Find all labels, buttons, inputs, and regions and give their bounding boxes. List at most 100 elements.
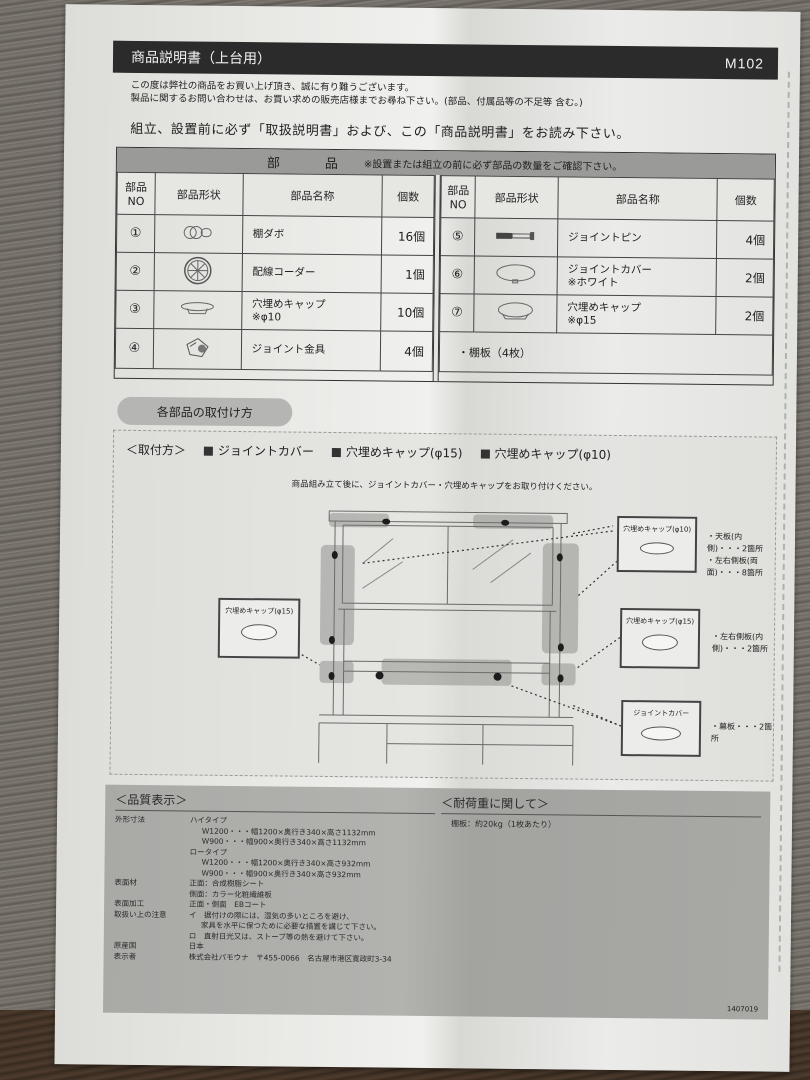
callout-label: 穴埋めキャップ(φ15) (626, 617, 695, 626)
part-row: ⑦ 穴埋めキャップ※φ15 2個 (439, 293, 774, 336)
quality-title: ＜品質表示＞ (115, 790, 436, 815)
spec-key: 原産国 (113, 940, 137, 950)
load-title: ＜耐荷重に関して＞ (441, 794, 762, 818)
part-name: 穴埋めキャップ※φ15 (556, 294, 717, 335)
col-name: 部品名称 (242, 173, 383, 218)
part-qty: 1個 (381, 255, 434, 294)
callout-label: 穴埋めキャップ(φ15) (225, 606, 294, 616)
parts-table-right: 部品NO 部品形状 部品名称 個数 ⑤ ジョイントピン 4個 ⑥ ジョイントカバ… (439, 175, 775, 376)
part-qty: 2個 (716, 258, 774, 298)
callout-label: 穴埋めキャップ(φ10) (623, 525, 692, 534)
joint-cover-icon (640, 726, 682, 741)
spec-key: 外形寸法 (114, 814, 146, 825)
callout-hole-cap-10: 穴埋めキャップ(φ10) (616, 515, 698, 573)
joint-cover-icon (474, 255, 558, 295)
callout-label: ジョイントカバー (633, 709, 690, 718)
col-qty: 個数 (717, 178, 775, 222)
quality-spec-section: ＜品質表示＞ 外形寸法 ハイタイプ W1200・・・幅1200×奥行き340×高… (103, 784, 771, 1020)
part-name: ジョイントピン (557, 218, 718, 259)
spec-values: イ 据付けの際には、湿気の多いところを避け、 家具を水平に保つために必要な措置を… (189, 910, 434, 944)
col-name: 部品名称 (557, 176, 718, 221)
cabinet-diagram (301, 510, 624, 766)
part-no: ② (116, 252, 155, 291)
read-manual-notice: 組立、設置前に必ず「取扱説明書」および、この「商品説明書」をお読み下さい。 (130, 121, 630, 143)
part-name-main: 穴埋めキャップ (567, 300, 642, 314)
part-name-sub: ※ホワイト (567, 275, 619, 289)
parts-check-note: ※設置または組立の前に必ず部品の数量をご確認下さい。 (363, 158, 623, 173)
part-qty: 4個 (716, 220, 774, 260)
intro-text: この度は弊社の商品をお買い上げ頂き、誠に有り難うございます。 製品に関するお問い… (131, 79, 771, 112)
document-title: 商品説明書（上台用） (130, 49, 272, 68)
part-row: ⑤ ジョイントピン 4個 (440, 217, 774, 260)
callout-note-line: ・左右側板(内側)・・・2箇所 (711, 631, 769, 654)
part-no: ⑦ (439, 293, 475, 332)
callout-note: ・幕板・・・2箇所 (711, 721, 773, 746)
col-qty: 個数 (381, 175, 435, 218)
callout-note-line: ・左右側板(両面)・・・8箇所 (706, 555, 763, 578)
spec-values: ハイタイプ W1200・・・幅1200×奥行き340×高さ1132mm W900… (189, 816, 435, 882)
part-no: ⑥ (440, 255, 475, 294)
spec-key: 表示者 (113, 951, 137, 961)
part-name: 棚ダボ (242, 215, 382, 256)
spec-value: 株式会社パモウナ 〒455-0066 名古屋市港区寛政町3-34 (188, 952, 392, 964)
spec-values: 株式会社パモウナ 〒455-0066 名古屋市港区寛政町3-34 (189, 952, 434, 965)
hole-cap-10-icon (153, 290, 242, 330)
callout-hole-cap-15-right: 穴埋めキャップ(φ15) (619, 608, 701, 669)
callout-note: ・左右側板(内側)・・・2箇所 (712, 631, 774, 656)
callout-note: ・天板(内側)・・・2箇所 ・左右側板(両面)・・・8箇所 (707, 531, 775, 580)
part-name-main: 穴埋めキャップ (252, 297, 326, 311)
part-qty: 16個 (381, 217, 434, 256)
parts-title: 部 品 (266, 155, 355, 172)
part-no: ④ (115, 328, 154, 369)
part-name: 穴埋めキャップ※φ10 (241, 291, 382, 331)
col-no: 部品NO (440, 175, 476, 218)
part-no: ③ (115, 290, 154, 329)
shelf-dowel-icon (154, 214, 243, 254)
instruction-sheet: 商品説明書（上台用） M102 この度は弊社の商品をお買い上げ頂き、誠に有り難う… (54, 4, 801, 1072)
shelf-board-note: ・棚板（4枚） (439, 331, 773, 376)
joint-pin-icon (474, 217, 558, 257)
part-no: ① (116, 214, 155, 253)
document-number: 1407019 (726, 1005, 759, 1014)
model-number: M102 (724, 55, 765, 72)
spec-key: 表面加工 (114, 898, 145, 909)
hole-cap-15-icon (641, 634, 679, 651)
part-name: ジョイントカバー※ホワイト (557, 256, 717, 297)
part-name-main: ジョイントカバー (567, 262, 652, 276)
part-qty: 10個 (380, 293, 434, 332)
install-diagram-box: ＜取付方＞ ジョイントカバー 穴埋めキャップ(φ15) 穴埋めキャップ(φ10)… (109, 429, 778, 782)
load-capacity-column: ＜耐荷重に関して＞ 棚板：約20kg（1枚あたり） (441, 794, 762, 832)
col-shape: 部品形状 (475, 175, 559, 219)
header-bar: 商品説明書（上台用） M102 (112, 40, 779, 80)
hole-cap-10-icon (639, 542, 674, 555)
callout-note-line: ・天板(内側)・・・2箇所 (706, 531, 764, 554)
part-no: ⑤ (440, 217, 476, 256)
callout-hole-cap-15-left: 穴埋めキャップ(φ15) (217, 597, 301, 659)
parts-table: 部 品 ※設置または組立の前に必ず部品の数量をご確認下さい。 部品NO 部品形状… (113, 146, 777, 386)
part-qty: 4個 (380, 330, 433, 372)
callout-note-line: ・幕板・・・2箇所 (710, 721, 773, 744)
part-row: ⑥ ジョイントカバー※ホワイト 2個 (440, 255, 774, 298)
quality-label-column: ＜品質表示＞ 外形寸法 ハイタイプ W1200・・・幅1200×奥行き340×高… (113, 790, 436, 965)
joint-fitting-icon (153, 328, 242, 370)
hole-cap-15-icon (240, 624, 278, 641)
spec-row: 取扱い上の注意 イ 据付けの際には、湿気の多いところを避け、 家具を水平に保つた… (114, 909, 434, 944)
spec-values: 正面：合成樹脂シート 側面：カラー化粧繊維板 (189, 879, 434, 903)
spec-key: 表面材 (114, 877, 137, 887)
col-no: 部品NO (116, 172, 156, 215)
part-name-sub: ※φ10 (251, 310, 282, 323)
perforation-line (778, 71, 790, 972)
part-name: 配線コーダー (241, 253, 382, 294)
callout-joint-cover: ジョイントカバー (620, 700, 702, 757)
install-section-title: 各部品の取付け方 (117, 396, 293, 427)
cord-grommet-icon (153, 252, 243, 292)
hole-cap-15-icon (473, 293, 558, 333)
part-row: ④ ジョイント金具 4個 (115, 328, 433, 372)
part-row: ① 棚ダボ 16個 (116, 214, 434, 256)
parts-table-left: 部品NO 部品形状 部品名称 個数 ① 棚ダボ 16個 ② 配線コーダー 1個 … (115, 172, 435, 372)
spec-key: 取扱い上の注意 (114, 909, 167, 919)
spec-row: 表示者 株式会社パモウナ 〒455-0066 名古屋市港区寛政町3-34 (114, 951, 434, 965)
load-text: 棚板：約20kg（1枚あたり） (450, 819, 557, 830)
col-shape: 部品形状 (154, 172, 243, 216)
part-qty: 2個 (716, 296, 774, 336)
